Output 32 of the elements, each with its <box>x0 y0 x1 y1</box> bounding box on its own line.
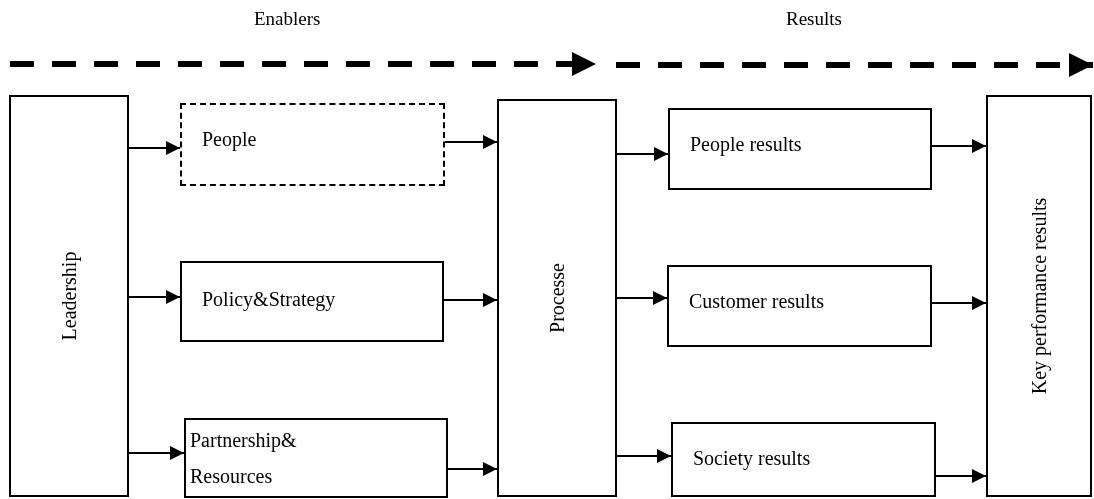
process-box <box>184 418 448 498</box>
process-box <box>667 265 932 347</box>
section-heading: Results <box>786 8 842 30</box>
process-box <box>497 99 617 497</box>
arrow <box>128 446 185 460</box>
box-label: People <box>202 127 258 153</box>
process-box <box>9 95 129 497</box>
arrow <box>931 296 987 310</box>
arrow <box>128 290 181 304</box>
box-label: Customer results <box>689 289 825 314</box>
arrow <box>616 449 672 463</box>
process-box <box>671 422 936 497</box>
section-heading: Enablers <box>254 8 321 30</box>
box-label: Processe <box>545 263 569 333</box>
box-label: Partnership& Resources <box>190 428 298 489</box>
box-label: People results <box>690 132 803 158</box>
box-label: Leadership <box>57 251 82 341</box>
arrow <box>447 462 498 476</box>
process-box <box>180 261 444 342</box>
process-box <box>180 103 445 186</box>
arrow <box>128 141 181 155</box>
arrow <box>616 291 668 305</box>
arrow <box>444 135 498 149</box>
box-label: Key performance results <box>1027 197 1052 395</box>
process-box <box>986 95 1092 497</box>
arrow <box>443 293 498 307</box>
box-label: Society results <box>693 446 812 472</box>
arrow <box>935 469 987 483</box>
arrow <box>616 147 669 161</box>
process-box <box>668 108 932 190</box>
box-label: Policy&Strategy <box>202 287 337 313</box>
arrow <box>931 139 987 153</box>
